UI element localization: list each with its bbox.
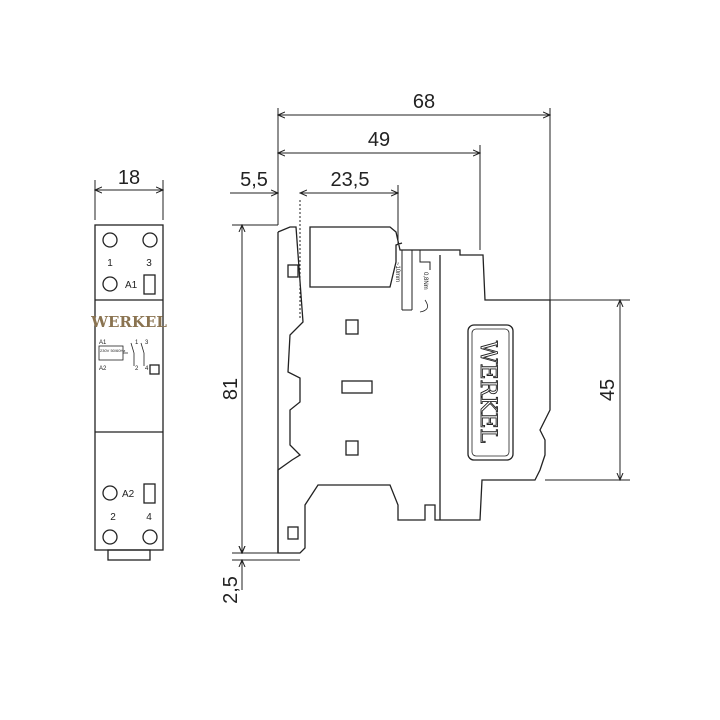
din-clip — [107, 549, 151, 561]
side-slot — [345, 440, 359, 456]
indicator-window-bottom — [143, 483, 156, 504]
schematic-a2: A2 — [99, 366, 107, 372]
terminal-screw-top — [287, 264, 299, 278]
terminal-screw-3 — [142, 232, 158, 248]
schematic-a1: A1 — [99, 340, 107, 346]
dim-depth-23-5: 23,5 — [331, 169, 370, 191]
wiring-schematic: A1 230V 50/60Hz A2 1 3 2 4 — [98, 340, 149, 372]
terminal-label: 1 — [107, 258, 113, 269]
strip-length-label: ~10mm — [394, 262, 400, 282]
brand-embossed: WERKEL — [475, 341, 500, 444]
indicator-window — [143, 274, 156, 295]
coil-screw-a1 — [102, 276, 118, 292]
front-body-outline — [94, 224, 164, 551]
dim-depth-49: 49 — [368, 129, 390, 151]
dim-width-front: 18 — [118, 167, 140, 189]
terminal-screw-2 — [102, 529, 118, 545]
coil-label-a1: A1 — [125, 280, 138, 291]
dim-front-height: 45 — [597, 379, 619, 401]
dim-overall-depth: 68 — [413, 91, 435, 113]
terminal-label: 2 — [110, 512, 116, 523]
side-slot — [341, 380, 373, 394]
dim-bottom-offset: 2,5 — [220, 576, 242, 604]
front-view: 1 3 A1 WERKEL A1 230V 50/60Hz A2 1 3 2 4… — [90, 224, 167, 561]
side-body-outline — [277, 226, 551, 554]
brand-plate — [467, 324, 514, 461]
schematic-contact-3: 3 — [145, 340, 149, 346]
torque-label: 0,8Nm — [422, 272, 428, 290]
coil-label-a2: A2 — [122, 489, 135, 500]
schematic-contact-2: 2 — [135, 366, 139, 372]
coil-rating: 230V 50/60Hz — [100, 348, 125, 353]
terminal-label: 3 — [146, 258, 152, 269]
schematic-contact-4: 4 — [145, 366, 149, 372]
terminal-screw-bottom — [287, 526, 299, 540]
terminal-label: 4 — [146, 512, 152, 523]
terminal-screw-4 — [142, 529, 158, 545]
test-button — [149, 364, 160, 375]
schematic-contact-1: 1 — [135, 340, 139, 346]
side-slot — [345, 319, 359, 335]
dim-height: 81 — [220, 378, 242, 400]
side-view: ~10mm 0,8Nm WERKEL — [277, 200, 551, 554]
dim-offset-5-5: 5,5 — [240, 169, 268, 191]
terminal-screw-1 — [102, 232, 118, 248]
coil-screw-a2 — [102, 485, 118, 501]
brand-logo: WERKEL — [90, 313, 167, 331]
